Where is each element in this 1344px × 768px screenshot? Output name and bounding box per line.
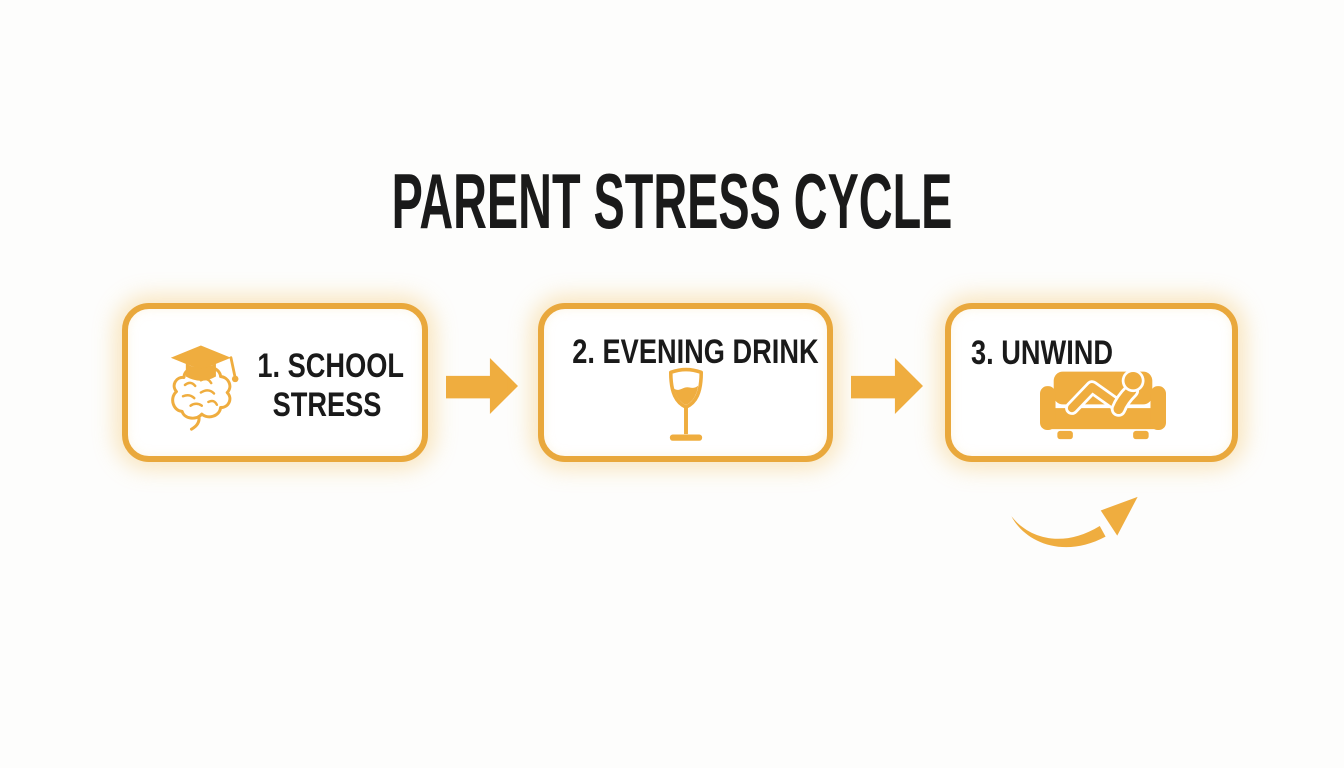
step-label-line1: 1. SCHOOL [257, 347, 404, 385]
step-label-evening-drink: 2. EVENING DRINK [572, 333, 819, 371]
step-label-school-stress: 1. SCHOOL STRESS [257, 347, 404, 425]
step-box-school-stress: 1. SCHOOL STRESS [122, 303, 428, 462]
wine-glass-icon [668, 367, 703, 441]
curved-swoosh-arrow-icon [1011, 496, 1138, 548]
step-box-unwind: 3. UNWIND [945, 303, 1238, 462]
person-reclining-on-couch-icon [1040, 369, 1166, 440]
step-box-evening-drink: 2. EVENING DRINK [538, 303, 833, 462]
right-arrow-icon [446, 358, 518, 414]
step-label-line2: STRESS [272, 386, 382, 424]
brain-with-graduation-cap-icon [170, 345, 239, 431]
diagram-title: PARENT STRESS CYCLE [391, 157, 953, 245]
right-arrow-icon [851, 358, 923, 414]
step-label-unwind: 3. UNWIND [971, 334, 1114, 372]
